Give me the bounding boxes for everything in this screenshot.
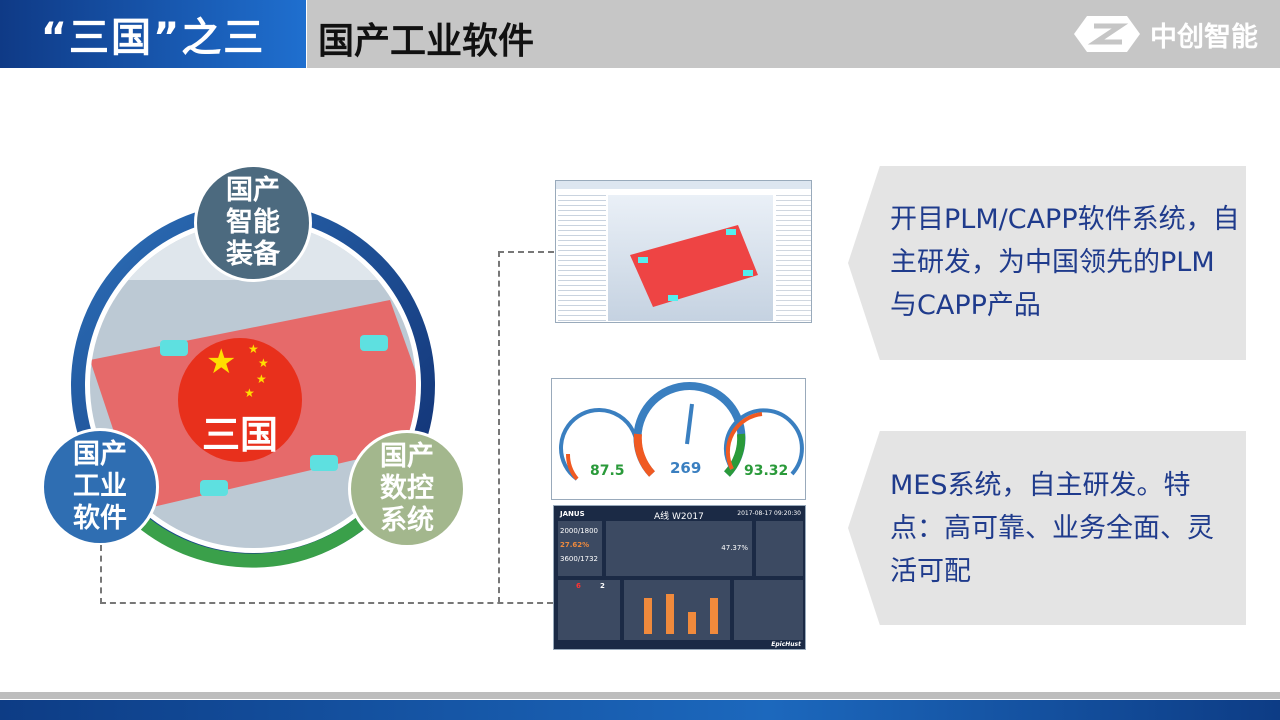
callout-plm-text: 开目PLM/CAPP软件系统，自主研发，为中国领先的PLM与CAPP产品 [890,204,1240,321]
mes-time: 2017-08-17 09:20:30 [737,510,801,517]
gauge-screenshot: 87.5 269 93.32 [551,378,806,500]
mes-footer-brand: EpicHust [771,641,801,648]
gauge-right-value: 93.32 [744,463,789,479]
section-label: “三国”之三 [0,0,306,68]
gauge-center-value: 269 [670,459,702,477]
footer-line [0,692,1280,699]
mes-screenshot: JANUS A线 W2017 2017-08-17 09:20:30 2000/… [553,505,806,650]
mes-line-title: A线 W2017 [654,512,704,522]
page-title: 国产工业软件 [318,21,535,62]
mes-rate: 47.37% [721,544,748,552]
bubble-cnc: 国产数控系统 [348,430,466,548]
logo: 中创智能 [1072,14,1258,54]
footer-bar [0,700,1280,720]
callout-mes-text: MES系统，自主研发。特点：高可靠、业务全面、灵活可配 [890,470,1214,587]
green-ring-arc [135,509,375,568]
star-icon: ★ [244,386,255,400]
mes-value-3: 3600/1732 [560,555,598,563]
star-icon: ★ [206,342,237,382]
mes-value-1: 2000/1800 [560,527,598,535]
china-emblem: ★ ★ ★ ★ ★ 三国 [178,338,302,462]
bubble-equipment: 国产智能装备 [194,164,312,282]
star-icon: ★ [258,356,269,370]
star-icon: ★ [256,372,267,386]
logo-icon [1074,16,1140,52]
mes-brand: JANUS [560,510,585,518]
star-icon: ★ [248,342,259,356]
mes-value-2: 27.62% [560,541,590,549]
logo-text: 中创智能 [1150,21,1258,53]
mes-count-1: 6 [576,582,581,590]
gauge-left-value: 87.5 [590,463,625,479]
connector-line [100,545,553,604]
mes-count-2: 2 [600,582,605,590]
callout-mes [848,431,1246,625]
bubble-software: 国产工业软件 [41,428,159,546]
plm-screenshot [555,180,812,323]
center-label: 三国 [201,413,278,457]
callout-plm [848,166,1246,360]
connector-line [498,251,554,603]
